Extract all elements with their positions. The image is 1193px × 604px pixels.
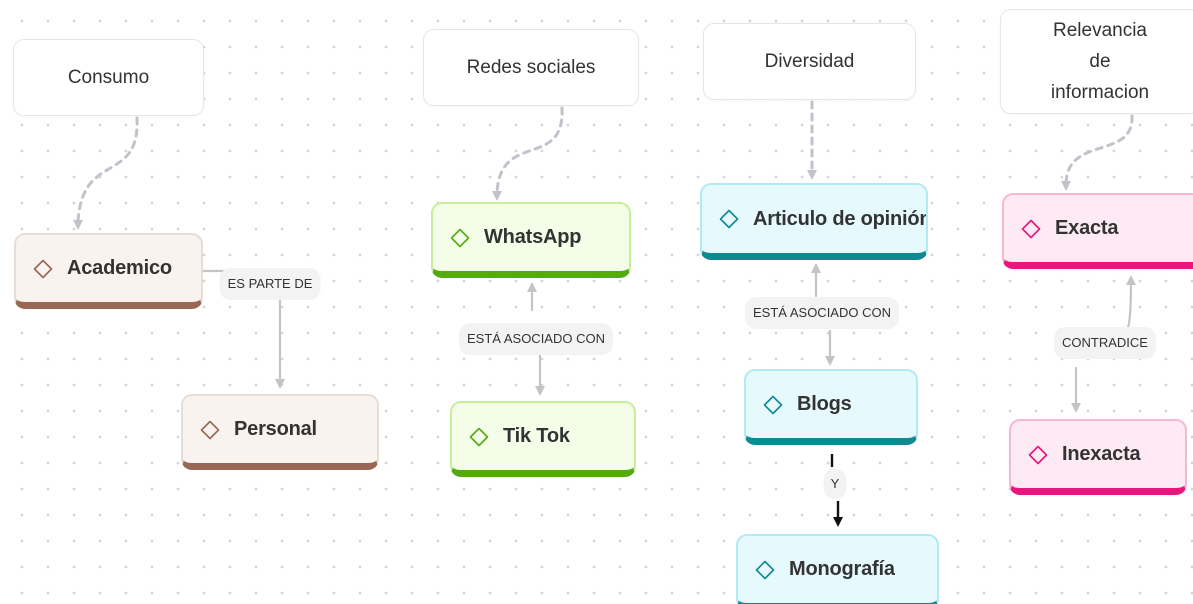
header-card-redes-sociales[interactable]: Redes sociales [423, 29, 639, 106]
node-personal-label: Personal [234, 418, 317, 440]
header-diversidad-text: Diversidad [764, 51, 855, 72]
arrowhead-blogs [825, 356, 835, 366]
arrowhead-tiktok [535, 386, 545, 396]
node-blogs[interactable]: Blogs [744, 369, 918, 445]
node-tiktok[interactable]: Tik Tok [450, 401, 636, 477]
arrowhead-personal [275, 379, 285, 389]
node-whatsapp[interactable]: WhatsApp [431, 202, 631, 278]
relation-label-asociado-diversidad[interactable]: ESTÁ ASOCIADO CON [745, 297, 899, 329]
node-articulo-label: Articulo de opinión [753, 207, 928, 230]
node-academico-label: Academico [67, 257, 172, 279]
dashed-arrowhead-redes [492, 191, 502, 201]
dashed-arrowhead-consumo [73, 220, 83, 230]
arrowhead-exacta [1126, 275, 1136, 285]
arrowhead-articulo [811, 263, 821, 273]
arrowhead-whatsapp [527, 282, 537, 292]
header-consumo-text: Consumo [67, 67, 150, 88]
dashed-connector-redes [495, 106, 564, 195]
header-relevancia-text: Relevancia de informacion [1050, 20, 1150, 103]
dashed-arrowhead-relevancia [1061, 181, 1071, 191]
diamond-icon [450, 228, 470, 247]
diamond-icon [200, 420, 220, 439]
node-academico[interactable]: Academico [14, 233, 203, 309]
node-tiktok-label: Tik Tok [503, 425, 570, 447]
node-inexacta[interactable]: Inexacta [1009, 419, 1187, 495]
header-card-relevancia[interactable]: Relevancia de informacion [1000, 9, 1193, 114]
header-card-consumo[interactable]: Consumo [13, 39, 204, 116]
header-card-diversidad[interactable]: Diversidad [703, 23, 916, 100]
node-articulo-de-opinion[interactable]: Articulo de opinión [700, 183, 928, 260]
dashed-arrowhead-diversidad [807, 170, 817, 180]
node-inexacta-label: Inexacta [1062, 443, 1141, 465]
node-whatsapp-label: WhatsApp [484, 226, 582, 248]
relation-label-es-parte-de[interactable]: ES PARTE DE [219, 268, 321, 300]
dashed-connector-consumo [76, 116, 139, 224]
diamond-icon [763, 395, 783, 414]
dashed-connector-relevancia [1064, 114, 1134, 185]
node-blogs-label: Blogs [797, 393, 852, 415]
line-asociado-redes [530, 288, 542, 394]
diamond-icon [1021, 219, 1041, 238]
node-exacta[interactable]: Exacta [1002, 193, 1193, 269]
node-monografia-label: Monografía [789, 558, 895, 580]
arrowhead-monografia [833, 517, 843, 527]
diamond-icon [469, 427, 489, 446]
diamond-icon [1028, 445, 1048, 464]
node-monografia[interactable]: Monografía [736, 534, 939, 604]
header-redes-text: Redes sociales [466, 57, 596, 78]
relation-label-contradice[interactable]: CONTRADICE [1054, 327, 1156, 359]
node-personal[interactable]: Personal [181, 394, 379, 470]
arrowhead-inexacta [1071, 403, 1081, 413]
node-exacta-label: Exacta [1055, 217, 1119, 239]
diamond-icon [33, 259, 53, 278]
relation-label-asociado-redes[interactable]: ESTÁ ASOCIADO CON [459, 323, 613, 355]
diamond-icon [719, 209, 739, 229]
relation-label-y[interactable]: Y [823, 469, 847, 499]
diamond-icon [755, 560, 775, 579]
